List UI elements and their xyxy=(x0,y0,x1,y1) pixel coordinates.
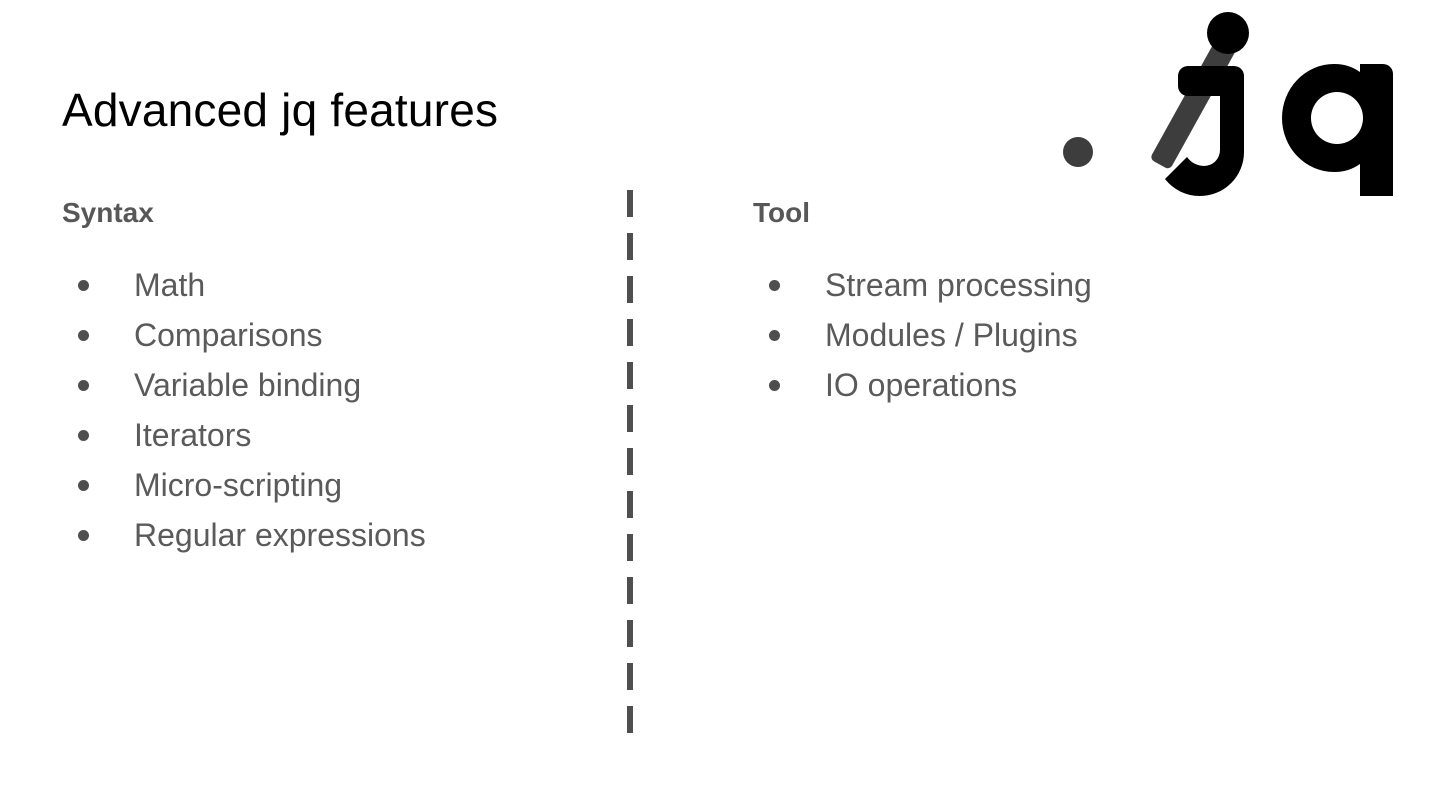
jq-logo xyxy=(1048,0,1440,205)
list-item-label: Variable binding xyxy=(134,367,362,403)
page-title: Advanced jq features xyxy=(62,84,499,136)
bullet-dot-icon xyxy=(78,530,89,541)
list-item: IO operations xyxy=(753,360,1313,410)
logo-letter-q xyxy=(1282,63,1393,197)
list-item-label: IO operations xyxy=(825,367,1018,403)
column-heading-tool: Tool xyxy=(753,197,811,228)
list-item: Iterators xyxy=(62,410,582,460)
bullet-list-tool: Stream processing Modules / Plugins IO o… xyxy=(753,260,1313,410)
list-item: Comparisons xyxy=(62,310,582,360)
column-syntax: Syntax Math Comparisons Variable binding… xyxy=(62,196,582,560)
list-item: Modules / Plugins xyxy=(753,310,1313,360)
bullet-dot-icon xyxy=(78,480,89,491)
column-heading-syntax: Syntax xyxy=(62,197,154,228)
logo-dot-icon xyxy=(1063,137,1093,167)
bullet-dot-icon xyxy=(769,330,780,341)
list-item: Stream processing xyxy=(753,260,1313,310)
list-item-label: Iterators xyxy=(134,417,252,453)
bullet-dot-icon xyxy=(78,380,89,391)
list-item-label: Math xyxy=(134,267,206,303)
list-item: Micro-scripting xyxy=(62,460,582,510)
list-item: Regular expressions xyxy=(62,510,582,560)
list-item: Math xyxy=(62,260,582,310)
bullet-dot-icon xyxy=(78,430,89,441)
bullet-dot-icon xyxy=(769,380,780,391)
bullet-dot-icon xyxy=(78,280,89,291)
bullet-dot-icon xyxy=(769,280,780,291)
list-item-label: Regular expressions xyxy=(134,517,426,553)
logo-letter-j xyxy=(1165,12,1249,197)
list-item-label: Modules / Plugins xyxy=(825,317,1078,353)
list-item: Variable binding xyxy=(62,360,582,410)
list-item-label: Stream processing xyxy=(825,267,1092,303)
bullet-list-syntax: Math Comparisons Variable binding Iterat… xyxy=(62,260,582,560)
list-item-label: Comparisons xyxy=(134,317,323,353)
column-tool: Tool Stream processing Modules / Plugins… xyxy=(753,196,1313,410)
list-item-label: Micro-scripting xyxy=(134,467,343,503)
logo-slash-icon xyxy=(1151,27,1242,169)
bullet-dot-icon xyxy=(78,330,89,341)
vertical-dashed-divider xyxy=(627,190,633,746)
